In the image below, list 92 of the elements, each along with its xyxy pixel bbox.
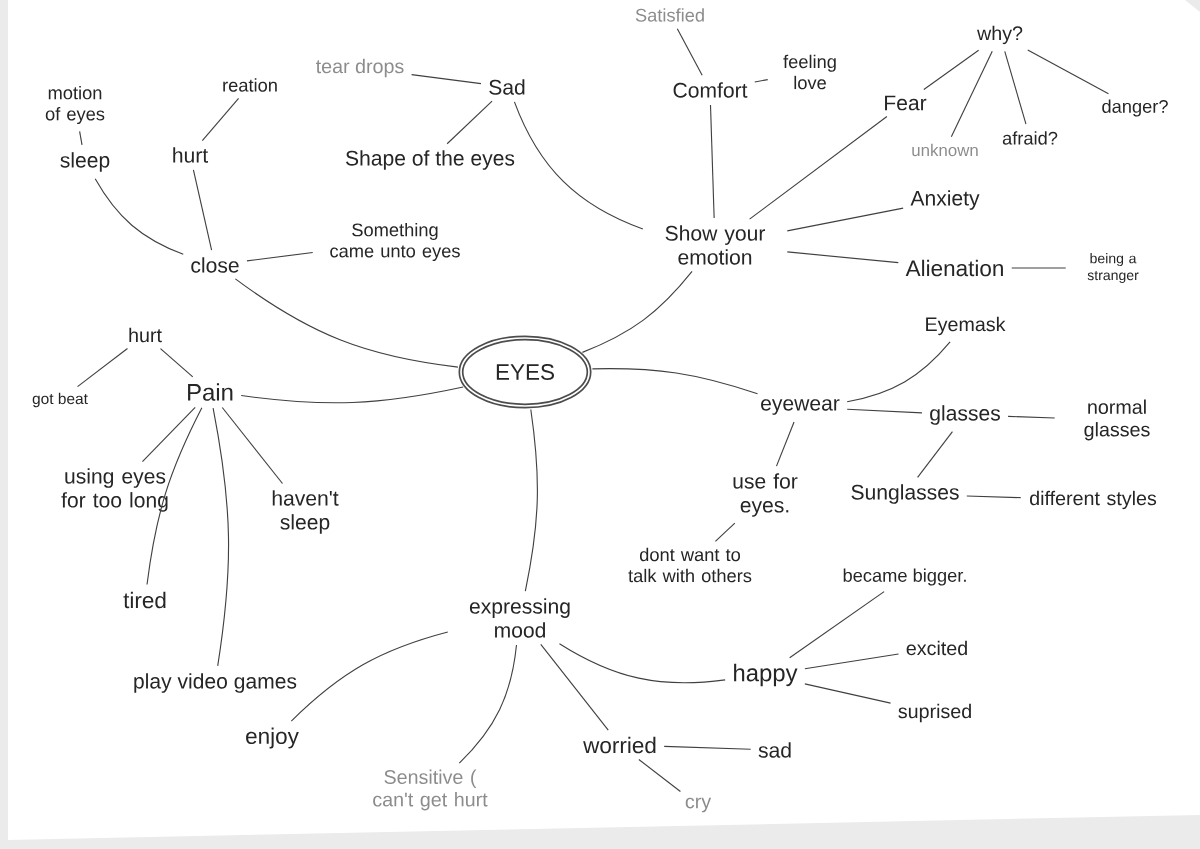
handwritten-word: Fear — [885, 95, 927, 111]
handwritten-word: glasses — [930, 405, 1000, 425]
connector-line — [581, 270, 693, 353]
connector-line — [846, 408, 923, 414]
connector-line — [638, 758, 681, 792]
connector-line — [192, 169, 213, 251]
handwritten-word: expressing mood — [469, 598, 570, 638]
connector-line — [804, 653, 900, 670]
connector-line — [201, 97, 240, 142]
handwritten-word: using eyes for too long — [61, 468, 168, 512]
connector-line — [524, 408, 538, 592]
handwritten-word: haven't sleep — [272, 490, 339, 534]
handwritten-word: dont want to talk with others — [628, 547, 752, 583]
connector-line — [786, 251, 899, 264]
connector-line — [1007, 415, 1056, 419]
connector-line — [234, 278, 459, 368]
connector-line — [923, 49, 980, 91]
connector-line — [714, 522, 736, 542]
connector-line — [246, 251, 314, 262]
connector-line — [240, 386, 464, 404]
connector-line — [141, 406, 196, 463]
connector-line — [446, 100, 493, 145]
handwritten-word: hurt — [129, 327, 162, 343]
handwritten-word: got beat — [32, 392, 88, 408]
connector-line — [1011, 267, 1067, 269]
handwritten-word: enjoy — [246, 727, 299, 749]
handwritten-word: unknown — [912, 143, 978, 157]
connector-line — [1027, 49, 1110, 95]
handwritten-word: hurt — [173, 147, 208, 163]
handwritten-word: being a stranger — [1087, 253, 1139, 283]
connector-line — [221, 406, 284, 485]
handwritten-word: eyewear — [761, 399, 840, 415]
connector-line — [290, 631, 449, 722]
connector-line — [709, 104, 715, 219]
handwritten-word: Something came unto eyes — [330, 222, 460, 262]
handwritten-word: became bigger. — [843, 568, 966, 586]
handwritten-word: happy — [734, 663, 798, 687]
connector-line — [804, 683, 892, 704]
handwritten-word: sleep — [60, 152, 110, 172]
connector-line — [146, 407, 203, 585]
handwritten-word: Anxiety — [910, 190, 980, 210]
handwritten-word: play video games — [134, 673, 297, 693]
connector-line — [540, 643, 609, 731]
handwritten-word: Pain — [188, 383, 233, 401]
handwritten-word: afraid? — [1002, 131, 1058, 145]
connector-line — [513, 101, 644, 230]
handwritten-word: Comfort — [673, 82, 748, 98]
handwritten-word: worried — [583, 736, 656, 754]
handwritten-word: Alienation — [905, 259, 1003, 277]
handwritten-word: cry — [685, 797, 712, 813]
handwritten-word: suprised — [898, 703, 971, 723]
connector-line — [754, 79, 769, 83]
connector-line — [789, 591, 885, 659]
connector-line — [159, 348, 194, 378]
connector-line — [966, 495, 1022, 499]
handwritten-word: tired — [123, 591, 166, 609]
handwritten-word: why? — [977, 25, 1023, 45]
handwritten-word: Satisfied — [635, 8, 704, 22]
handwritten-word: different styles — [1030, 490, 1157, 510]
handwritten-word: Shape of the eyes — [345, 150, 515, 170]
connector-line — [94, 178, 184, 255]
handwritten-word: feeling love — [783, 54, 836, 90]
connector-line — [558, 643, 726, 684]
handwritten-word: Sad — [489, 79, 525, 95]
handwritten-word: Sunglasses — [851, 484, 959, 504]
connector-line — [917, 431, 953, 478]
handwritten-word: use for eyes. — [733, 473, 798, 517]
connector-line — [77, 347, 128, 388]
handwritten-word: danger? — [1102, 99, 1168, 117]
connector-line — [775, 421, 795, 467]
connector-line — [663, 745, 752, 750]
connector-line — [411, 74, 482, 85]
connector-line — [676, 28, 703, 76]
connector-line — [1004, 50, 1027, 125]
connector-line — [458, 644, 518, 764]
handwritten-word: motion of eyes — [45, 85, 105, 125]
handwritten-word: excited — [906, 640, 967, 656]
connector-line — [749, 116, 888, 220]
connector-line — [786, 207, 904, 232]
handwritten-word: reation — [223, 78, 277, 92]
handwritten-word: Eyemask — [926, 316, 1006, 336]
connector-line — [591, 368, 759, 395]
handwritten-word: Show your emotion — [665, 225, 765, 265]
handwritten-word: tear drops — [316, 58, 404, 78]
connector-line — [212, 407, 230, 667]
connector-line — [950, 50, 993, 138]
handwritten-word: normal glasses — [1084, 399, 1150, 441]
handwritten-word: close — [191, 257, 239, 273]
handwritten-word: sad — [758, 742, 791, 758]
connector-line — [846, 341, 951, 403]
connector-line — [79, 130, 83, 146]
handwritten-word: Sensitive ( can't get hurt — [373, 769, 488, 811]
